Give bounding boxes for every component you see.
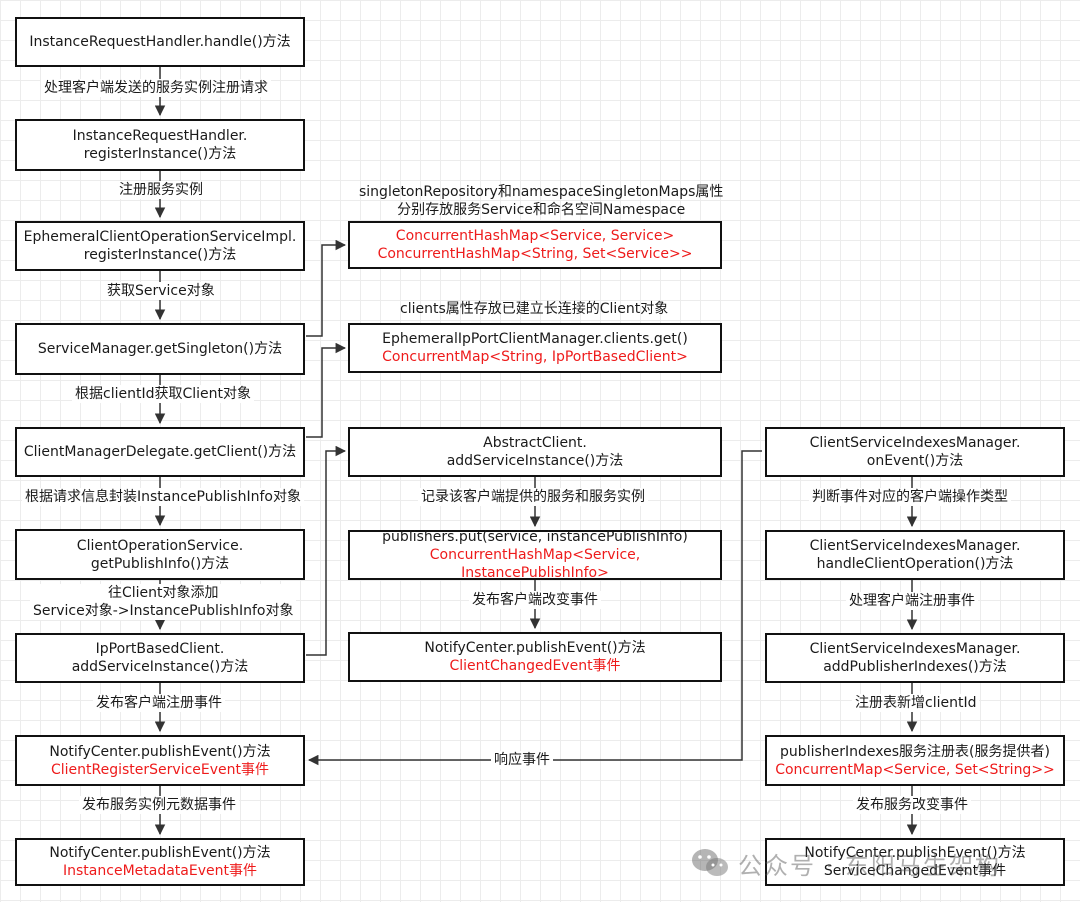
box-text-event: ClientChangedEvent事件 [449,658,621,674]
box-text: registerInstance()方法 [83,247,237,263]
box-text: addServiceInstance()方法 [71,659,249,675]
box-text-event: InstanceMetadataEvent事件 [63,863,257,879]
box-text-map: ConcurrentHashMap<String, Set<Service>> [377,246,693,262]
label-record-service-instance: 记录该客户端提供的服务和服务实例 [418,488,648,506]
note-line: 分别存放服务Service和命名空间Namespace [397,202,686,218]
service-manager-get-singleton-box: ServiceManager.getSingleton()方法 [15,323,305,375]
box-text-map: ConcurrentHashMap<Service, Service> [395,228,675,244]
box-text: EphemeralClientOperationServiceImpl. [23,229,297,245]
label-handle-client-register: 处理客户端注册事件 [846,592,978,610]
box-text: ClientServiceIndexesManager. [809,435,1021,451]
box-text-map: ConcurrentMap<Service, Set<String>> [775,761,1055,778]
client-manager-delegate-box: ClientManagerDelegate.getClient()方法 [15,427,305,477]
label-publish-metadata: 发布服务实例元数据事件 [79,796,239,814]
box-text: NotifyCenter.publishEvent()方法 [49,845,271,861]
label-publish-client-changed: 发布客户端改变事件 [469,591,601,609]
box-text: ClientOperationService. [76,537,244,554]
box-text: AbstractClient. [483,435,587,451]
box-text: addPublisherIndexes()方法 [823,659,1007,675]
indexes-manager-on-event-box: ClientServiceIndexesManager. onEvent()方法 [765,427,1065,477]
label-registry-add-clientid: 注册表新增clientId [852,694,980,712]
box-text-map: ConcurrentHashMap<Service, InstancePubli… [429,547,641,581]
register-instance-handler-box: InstanceRequestHandler. registerInstance… [15,119,305,171]
box-text: publisherIndexes服务注册表(服务提供者) [780,743,1050,760]
publishers-put-box: publishers.put(service, instancePublishI… [348,529,722,581]
label-handle-register-request: 处理客户端发送的服务实例注册请求 [41,79,271,97]
box-text: EphemeralIpPortClientManager.clients.get… [382,331,688,347]
box-text: getPublishInfo()方法 [90,555,230,572]
box-text: addServiceInstance()方法 [446,453,624,469]
box-text: registerInstance()方法 [83,146,237,162]
label-publish-service-changed: 发布服务改变事件 [853,796,971,814]
concurrent-hashmap-service-box: ConcurrentHashMap<Service, Service> Conc… [348,221,722,269]
box-text: IpPortBasedClient. [95,641,225,657]
box-text: ClientManagerDelegate.getClient()方法 [23,444,297,460]
label-line: 往Client对象添加 [107,585,219,601]
box-text: NotifyCenter.publishEvent()方法 [804,845,1026,861]
box-text: ClientServiceIndexesManager. [809,641,1021,657]
box-text: NotifyCenter.publishEvent()方法 [424,640,646,656]
notify-client-changed-event-box: NotifyCenter.publishEvent()方法 ClientChan… [348,632,722,682]
notify-instance-metadata-event-box: NotifyCenter.publishEvent()方法 InstanceMe… [15,838,305,886]
box-text: ServiceManager.getSingleton()方法 [37,341,283,357]
box-text-event: ClientRegisterServiceEvent事件 [50,761,270,778]
instance-request-handler-handle-box: InstanceRequestHandler.handle()方法 [15,17,305,67]
box-text: ServiceChangedEvent事件 [823,863,1007,879]
ephemeral-client-operation-box: EphemeralClientOperationServiceImpl. reg… [15,221,305,271]
box-text-map: ConcurrentMap<String, IpPortBasedClient> [382,349,688,365]
label-line: Service对象->InstancePublishInfo对象 [33,603,294,619]
label-response-event: 响应事件 [491,751,553,769]
label-publish-client-register: 发布客户端注册事件 [93,694,225,712]
label-get-client-by-id: 根据clientId获取Client对象 [72,385,254,403]
note-clients-property: clients属性存放已建立长连接的Client对象 [400,301,669,317]
notify-client-register-event-box: NotifyCenter.publishEvent()方法 ClientRegi… [15,735,305,786]
box-text: publishers.put(service, instancePublishI… [382,529,688,545]
label-judge-operation-type: 判断事件对应的客户端操作类型 [809,488,1011,506]
publisher-indexes-registry-box: publisherIndexes服务注册表(服务提供者) ConcurrentM… [765,735,1065,786]
abstract-client-box: AbstractClient. addServiceInstance()方法 [348,427,722,477]
box-text: handleClientOperation()方法 [816,556,1014,572]
ephemeral-client-manager-box: EphemeralIpPortClientManager.clients.get… [348,323,722,373]
indexes-manager-handle-operation-box: ClientServiceIndexesManager. handleClien… [765,530,1065,580]
box-text: InstanceRequestHandler.handle()方法 [29,34,291,50]
label-get-service: 获取Service对象 [104,282,218,300]
label-register-instance: 注册服务实例 [116,181,206,199]
note-line: singletonRepository和namespaceSingletonMa… [359,184,724,200]
ip-port-based-client-box: IpPortBasedClient. addServiceInstance()方… [15,633,305,683]
box-text: ClientServiceIndexesManager. [809,538,1021,554]
indexes-manager-add-publisher-box: ClientServiceIndexesManager. addPublishe… [765,633,1065,683]
note-singleton-repository: singletonRepository和namespaceSingletonMa… [356,183,726,219]
label-wrap-publish-info: 根据请求信息封装InstancePublishInfo对象 [22,488,304,506]
box-text: NotifyCenter.publishEvent()方法 [49,743,271,760]
label-add-to-client: 往Client对象添加 Service对象->InstancePublishIn… [30,584,297,620]
box-text: InstanceRequestHandler. [72,128,248,144]
client-operation-service-box: ClientOperationService. getPublishInfo()… [15,529,305,580]
notify-service-changed-event-box: NotifyCenter.publishEvent()方法 ServiceCha… [765,838,1065,886]
box-text: onEvent()方法 [866,453,964,469]
